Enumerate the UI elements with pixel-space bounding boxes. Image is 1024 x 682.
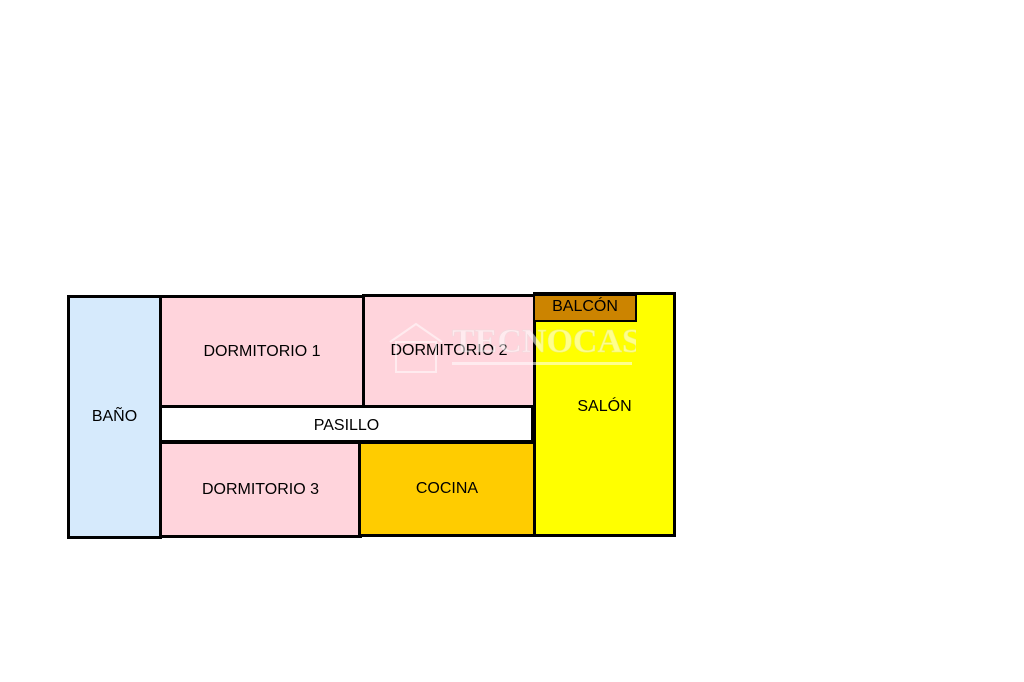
room-label-pasillo: PASILLO xyxy=(313,416,380,434)
room-label-dormitorio-3: DORMITORIO 3 xyxy=(201,480,320,498)
room-balcon: BALCÓN xyxy=(533,294,637,322)
room-label-salon: SALÓN xyxy=(577,397,632,415)
room-bano: BAÑO xyxy=(67,295,162,539)
room-label-balcon: BALCÓN xyxy=(552,297,618,315)
room-salon: SALÓN xyxy=(533,292,676,537)
room-cocina: COCINA xyxy=(358,441,536,537)
room-dormitorio-2: DORMITORIO 2 xyxy=(362,294,536,408)
room-label-bano: BAÑO xyxy=(91,408,138,425)
room-label-dormitorio-2: DORMITORIO 2 xyxy=(390,342,508,359)
room-pasillo: PASILLO xyxy=(159,405,534,443)
room-dormitorio-1: DORMITORIO 1 xyxy=(159,295,365,408)
room-dormitorio-3: DORMITORIO 3 xyxy=(159,441,362,538)
room-label-dormitorio-1: DORMITORIO 1 xyxy=(203,342,321,360)
room-label-cocina: COCINA xyxy=(415,480,479,497)
